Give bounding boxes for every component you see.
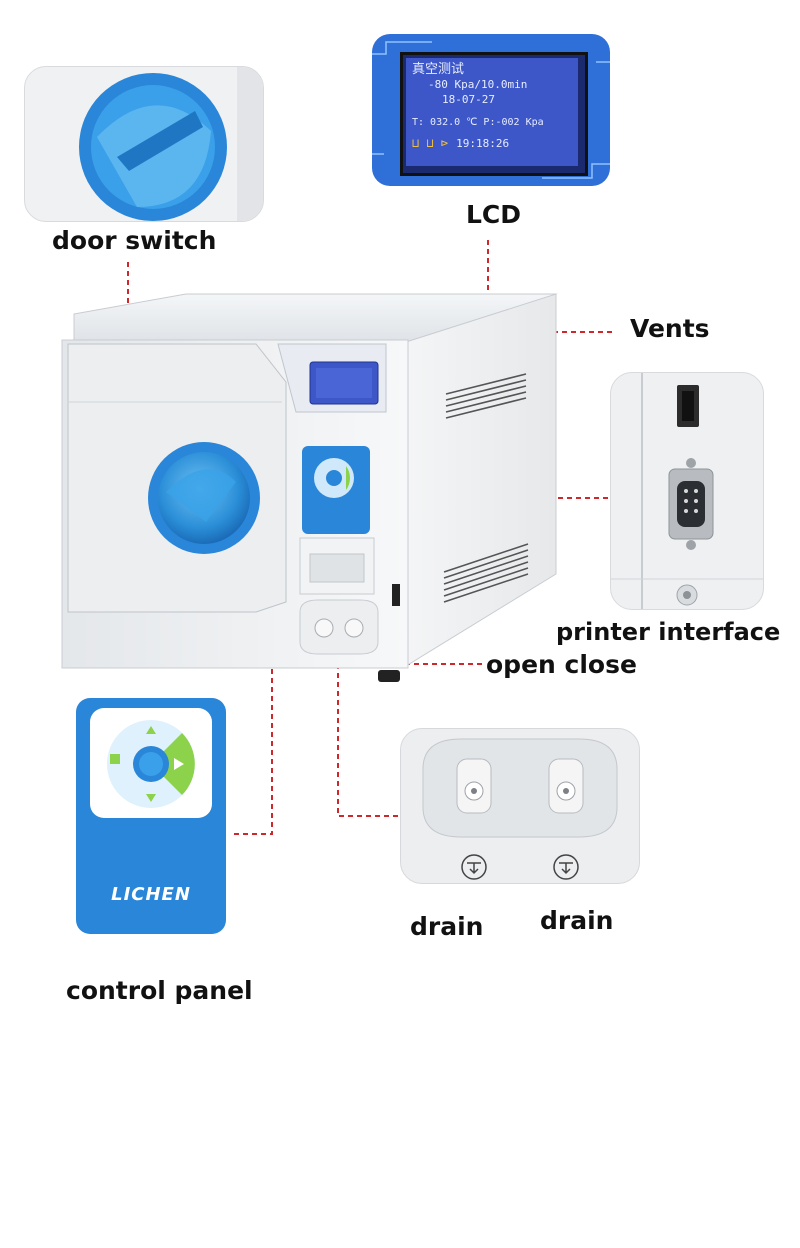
control-panel-inset: LICHEN (76, 698, 226, 934)
menu-icon (110, 754, 120, 764)
lcd-line-date: 18-07-27 (442, 93, 495, 106)
label-printer-interface: printer interface (556, 618, 781, 646)
down-arrow-icon (146, 794, 156, 802)
lcd-inset: 真空测试 -80 Kpa/10.0min 18-07-27 T: 032.0 ℃… (372, 34, 610, 186)
control-panel-buttons (90, 708, 212, 818)
lcd-line-time: 19:18:26 (456, 137, 510, 150)
label-lcd: LCD (466, 200, 522, 229)
label-door-switch: door switch (52, 226, 217, 255)
printer-interface-inset (610, 372, 764, 610)
lcd-line-pressure: -80 Kpa/10.0min (428, 78, 528, 91)
drain-fittings-icon (422, 738, 618, 880)
drain-inset (400, 728, 640, 884)
label-open-close: open close (486, 650, 637, 679)
label-drain-left: drain (410, 912, 484, 941)
brand-logo: LICHEN (111, 884, 191, 905)
door-knob-icon (79, 67, 263, 221)
autoclave-machine (61, 293, 558, 682)
door-switch-inset (24, 66, 264, 222)
lcd-screen: 真空测试 -80 Kpa/10.0min 18-07-27 T: 032.0 ℃… (406, 58, 578, 166)
play-icon (174, 758, 184, 770)
lcd-line-title: 真空测试 (412, 62, 465, 77)
leader-drain (337, 652, 398, 817)
label-control-panel: control panel (66, 976, 253, 1005)
lcd-circuit-pattern (372, 41, 610, 179)
label-drain-right: drain (540, 906, 614, 935)
lcd-line-temperature: T: 032.0 ℃ P:-002 Kpa (412, 117, 544, 128)
label-vents: Vents (630, 314, 710, 343)
drain-symbol-icon (461, 854, 579, 880)
lcd-status-icons: ⊔ ⊔ ⊳ (412, 136, 449, 150)
up-arrow-icon (146, 726, 156, 734)
serial-port-icon (611, 373, 763, 609)
